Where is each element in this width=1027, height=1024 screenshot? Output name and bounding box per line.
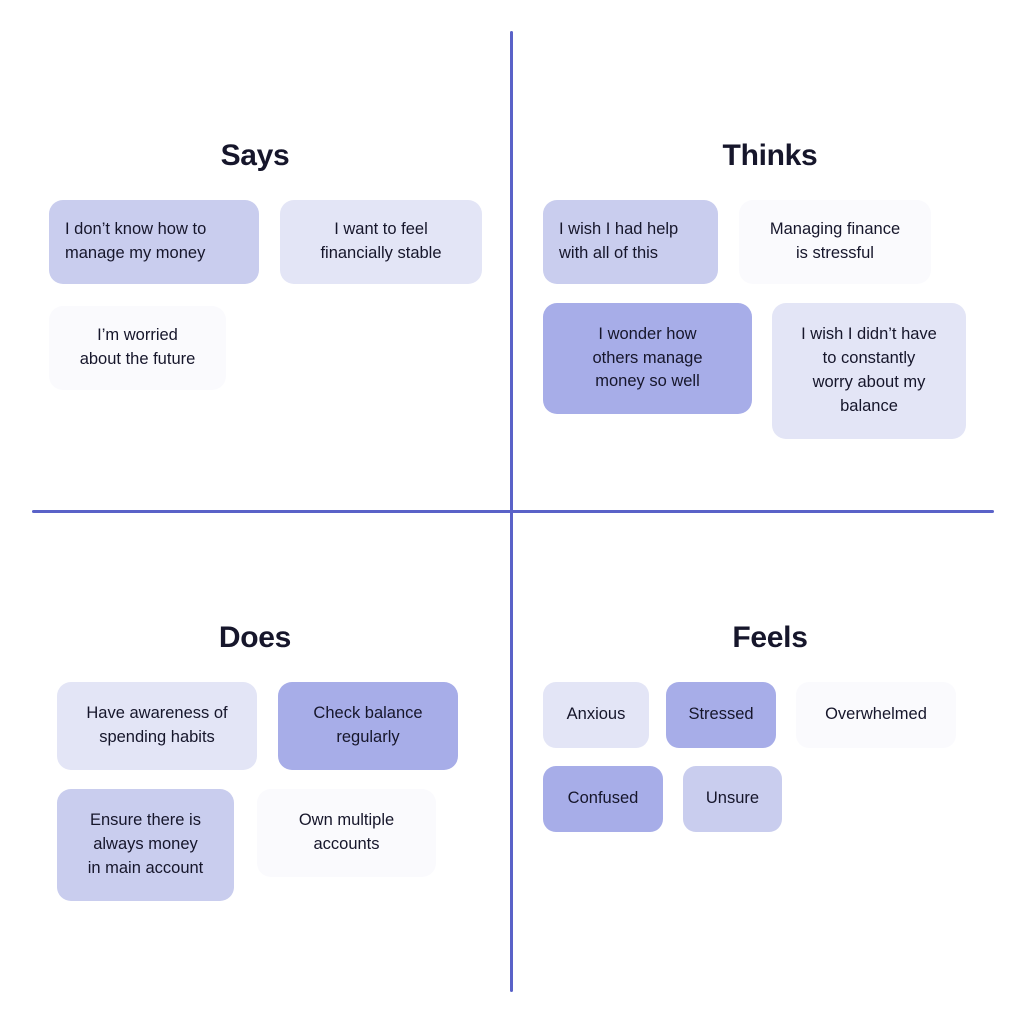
card-row: Ensure there is always money in main acc… bbox=[57, 789, 436, 901]
insight-card-label: Have awareness of spending habits bbox=[86, 704, 228, 746]
insight-card[interactable]: Ensure there is always money in main acc… bbox=[57, 789, 234, 901]
quadrant-title-feels: Feels bbox=[732, 621, 808, 654]
feeling-chip[interactable]: Stressed bbox=[666, 682, 776, 748]
insight-card[interactable]: Check balance regularly bbox=[278, 682, 458, 770]
insight-card[interactable]: I want to feel financially stable bbox=[280, 200, 482, 284]
insight-card[interactable]: I wish I had help with all of this bbox=[543, 200, 718, 284]
insight-card-label: I wish I had help with all of this bbox=[559, 220, 679, 262]
feeling-chip[interactable]: Anxious bbox=[543, 682, 649, 748]
quadrant-thinks: Thinks I wish I had help with all of thi… bbox=[513, 31, 1027, 510]
quadrant-does: Does Have awareness of spending habits Ch… bbox=[0, 513, 510, 992]
card-row: I wish I had help with all of this Managi… bbox=[543, 200, 931, 284]
feeling-chip-label: Stressed bbox=[688, 705, 754, 724]
card-row: I’m worried about the future bbox=[49, 306, 226, 390]
quadrant-title-says: Says bbox=[220, 139, 290, 172]
card-group-says: I don’t know how to manage my money I wan… bbox=[0, 171, 510, 390]
insight-card-label: Check balance regularly bbox=[313, 704, 423, 746]
card-row: Confused Unsure bbox=[543, 766, 782, 832]
insight-card[interactable]: Own multiple accounts bbox=[257, 789, 436, 877]
card-row: I wonder how others manage money so well… bbox=[543, 303, 966, 439]
feeling-chip[interactable]: Confused bbox=[543, 766, 663, 832]
insight-card-label: Managing finance is stressful bbox=[769, 220, 901, 262]
feeling-chip-label: Overwhelmed bbox=[825, 705, 927, 724]
quadrant-title-does: Does bbox=[218, 621, 292, 654]
insight-card[interactable]: Managing finance is stressful bbox=[739, 200, 931, 284]
quadrant-says: Says I don’t know how to manage my money… bbox=[0, 31, 510, 510]
insight-card-label: I don’t know how to manage my money bbox=[65, 220, 207, 262]
horizontal-divider bbox=[32, 510, 994, 513]
insight-card-label: I wonder how others manage money so well bbox=[592, 324, 703, 391]
insight-card[interactable]: I wonder how others manage money so well bbox=[543, 303, 752, 414]
card-row: I don’t know how to manage my money I wan… bbox=[49, 200, 482, 284]
insight-card-label: I’m worried about the future bbox=[79, 326, 196, 368]
feeling-chip-label: Anxious bbox=[566, 705, 626, 724]
card-group-thinks: I wish I had help with all of this Managi… bbox=[513, 171, 1027, 439]
insight-card[interactable]: I wish I didn’t have to constantly worry… bbox=[772, 303, 966, 439]
feeling-chip-label: Unsure bbox=[705, 789, 760, 808]
insight-card[interactable]: Have awareness of spending habits bbox=[57, 682, 257, 770]
card-row: Have awareness of spending habits Check b… bbox=[57, 682, 458, 770]
feeling-chip[interactable]: Overwhelmed bbox=[796, 682, 956, 748]
feeling-chip-label: Confused bbox=[567, 789, 639, 808]
insight-card-label: I wish I didn’t have to constantly worry… bbox=[801, 325, 937, 415]
insight-card-label: I want to feel financially stable bbox=[320, 220, 442, 262]
insight-card[interactable]: I’m worried about the future bbox=[49, 306, 226, 390]
insight-card-label: Ensure there is always money in main acc… bbox=[87, 811, 204, 877]
quadrant-title-thinks: Thinks bbox=[722, 139, 818, 172]
insight-card-label: Own multiple accounts bbox=[298, 811, 395, 853]
insight-card[interactable]: I don’t know how to manage my money bbox=[49, 200, 259, 284]
card-group-does: Have awareness of spending habits Check b… bbox=[0, 653, 510, 901]
card-row: Anxious Stressed Overwhelmed bbox=[543, 682, 956, 748]
feeling-chip[interactable]: Unsure bbox=[683, 766, 782, 832]
